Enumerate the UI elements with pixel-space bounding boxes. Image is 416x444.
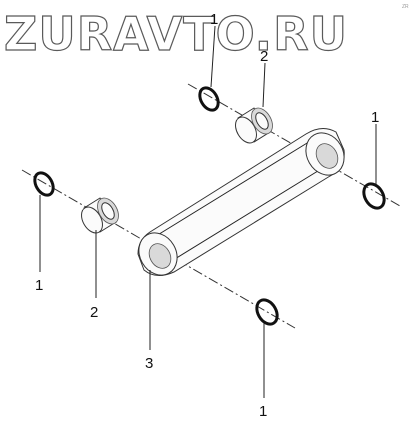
- snap-ring-lower-right: [255, 298, 279, 326]
- snap-ring-upper-right: [362, 182, 386, 210]
- upper-bushing-bore: [255, 112, 269, 130]
- callout-1-upper-ring: 1: [210, 11, 218, 28]
- watermark-text: ZURAVTO.RU: [4, 7, 348, 61]
- callout-2-lower-bushing: 2: [90, 304, 98, 321]
- corner-mark: ZR: [402, 4, 409, 10]
- link-bottom-edge: [169, 165, 327, 263]
- callout-3-link: 3: [145, 355, 153, 372]
- snap-ring-upper-left: [198, 86, 220, 112]
- lower-bushing-bore: [101, 202, 115, 220]
- link-top-edge: [155, 139, 313, 237]
- link-left-bore: [148, 243, 172, 269]
- callout-2-upper-bushing: 2: [260, 48, 268, 65]
- leader-c2: [262, 62, 266, 108]
- callout-1-right-ring: 1: [371, 109, 379, 126]
- leader-c1: [210, 25, 216, 88]
- callout-1-bottom-ring: 1: [259, 403, 267, 420]
- snap-ring-lower-left: [33, 171, 55, 197]
- callout-1-left-ring: 1: [35, 277, 43, 294]
- upper-bushing: [235, 107, 273, 144]
- link-right-bore: [315, 143, 339, 169]
- connecting-link: [137, 128, 345, 276]
- lower-bushing: [81, 197, 119, 234]
